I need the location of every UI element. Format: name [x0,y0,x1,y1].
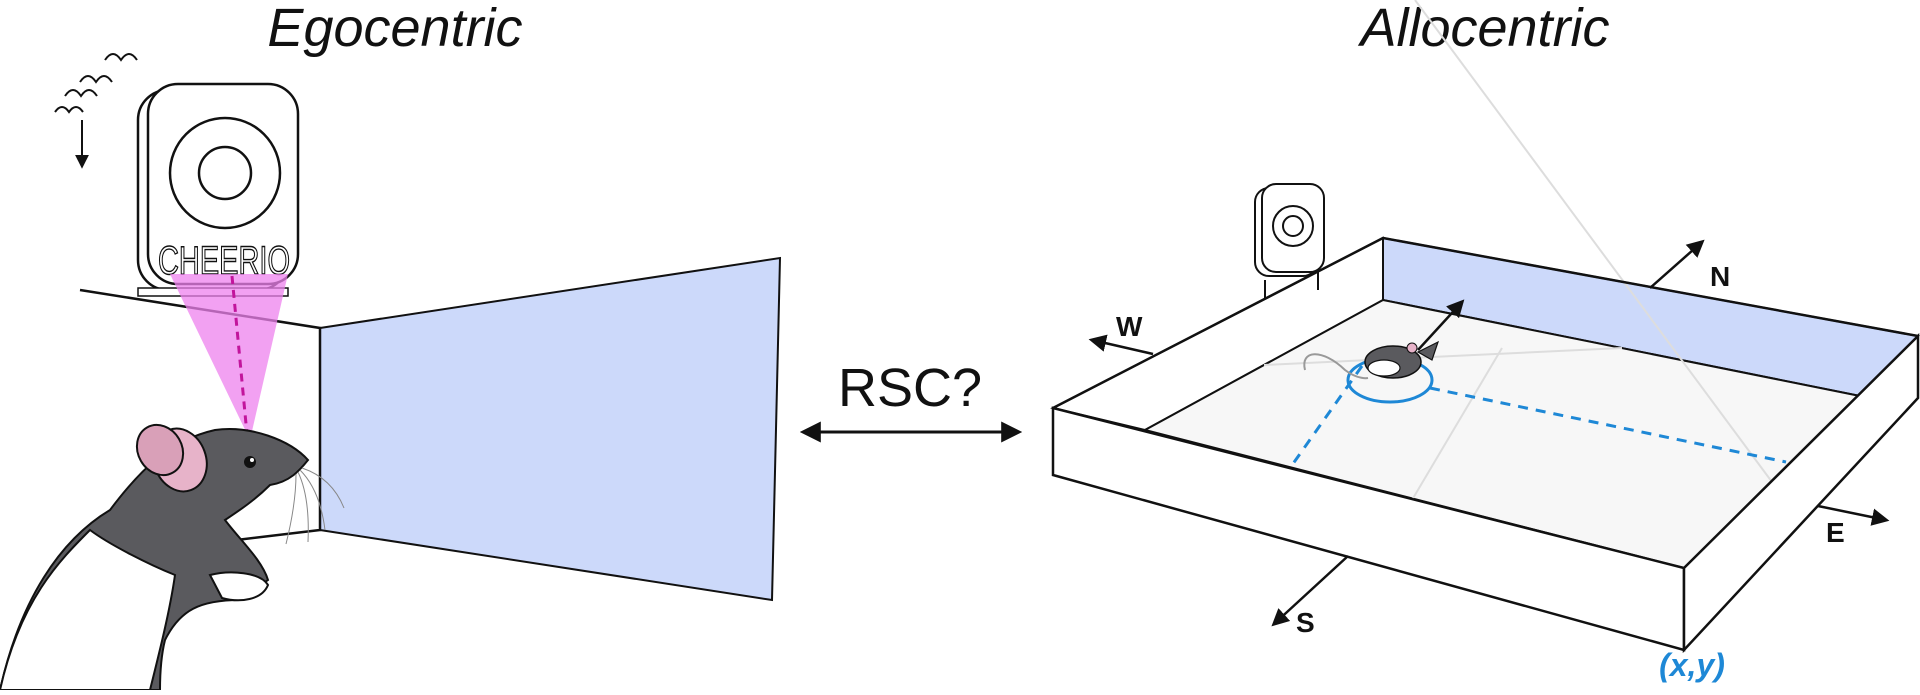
position-line-x [1288,365,1364,469]
compass-north: N [1710,261,1730,292]
gaze-cone [170,274,288,440]
arena-grid [1263,0,1773,501]
compass-west: W [1116,311,1143,342]
position-line-y [1429,386,1787,464]
compass-south: S [1296,607,1315,638]
north-arrow-icon [1649,239,1705,289]
heading-arrow-icon [1417,299,1465,351]
west-arrow-icon [1088,334,1154,356]
allocentric-scene: N W E S (x,y) [1050,0,1920,683]
arena-cue-card [1254,183,1325,298]
egocentric-scene: CHEERIO [0,53,782,691]
cue-card: CHEERIO [136,82,300,297]
arena-east-outer [1682,333,1920,654]
position-label: (x,y) [1659,647,1725,683]
title-egocentric: Egocentric [267,0,522,58]
mouse-allocentric [1303,340,1440,380]
south-arrow-icon [1271,555,1349,627]
motion-waves-icon [54,53,138,114]
egocentric-blue-wall [319,256,782,602]
center-link: RSC? [799,358,1023,443]
east-arrow-icon [1817,504,1890,526]
compass-east: E [1826,517,1845,548]
mouse-egocentric [0,423,345,691]
title-allocentric: Allocentric [1357,0,1609,58]
gaze-line [230,275,250,446]
rsc-question-label: RSC? [838,358,982,418]
